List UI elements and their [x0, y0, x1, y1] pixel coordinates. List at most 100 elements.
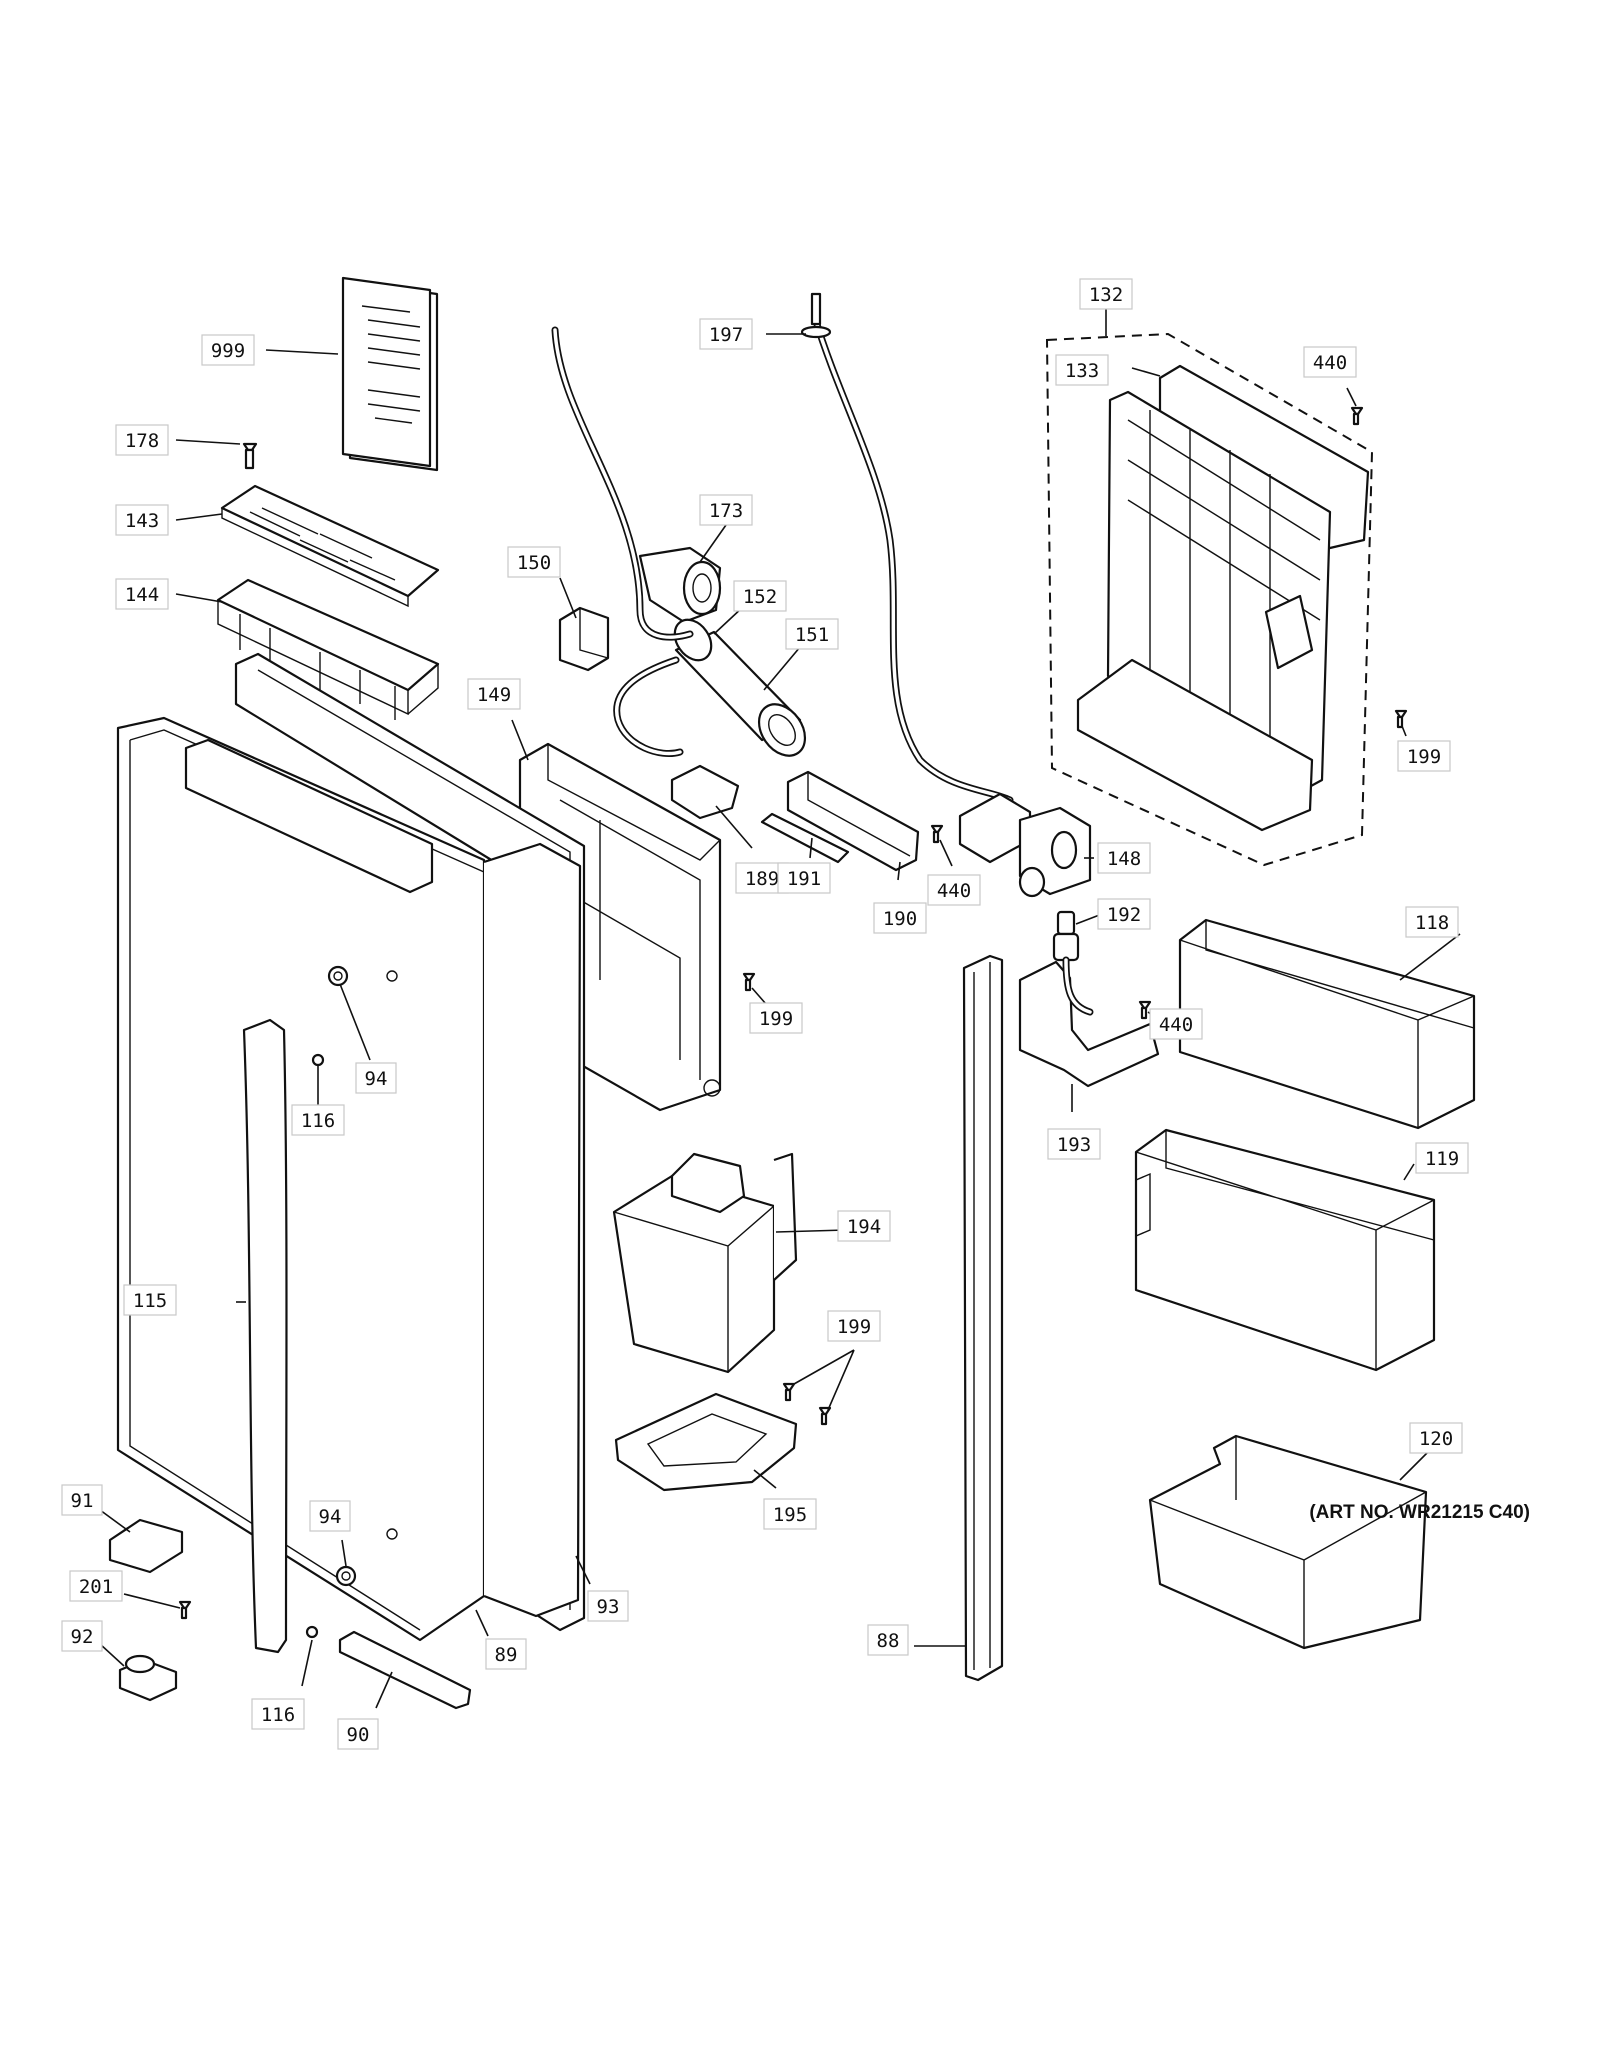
callout-box	[201, 334, 255, 366]
callout-box	[927, 874, 981, 906]
callout-box	[485, 1638, 527, 1670]
callout-text: 199	[759, 1008, 793, 1030]
callout-91: 91	[61, 1484, 103, 1516]
callout-text: 199	[837, 1316, 871, 1338]
callout-box	[355, 1062, 397, 1094]
callout-94: 94	[309, 1500, 351, 1532]
callout-116: 116	[251, 1698, 305, 1730]
callout-text: 151	[795, 624, 829, 646]
part-door-handle	[242, 1018, 288, 1654]
part-board-housing-190	[786, 770, 920, 872]
callout-92: 92	[61, 1620, 103, 1652]
callout-151: 151	[785, 618, 839, 650]
callout-999: 999	[201, 334, 255, 366]
callout-text: 178	[125, 430, 159, 452]
callout-text: 91	[71, 1490, 94, 1512]
callout-text: 88	[877, 1630, 900, 1652]
callout-box	[1409, 1422, 1463, 1454]
callout-box	[733, 580, 787, 612]
part-studs-94	[327, 965, 357, 1587]
callout-133: 133	[1055, 354, 1109, 386]
callout-box	[749, 1002, 803, 1034]
callout-text: 192	[1107, 904, 1141, 926]
part-ice-bucket	[612, 1152, 798, 1374]
callout-88: 88	[867, 1624, 909, 1656]
callout-box	[309, 1500, 351, 1532]
part-plugs-116	[305, 1053, 325, 1639]
callout-190: 190	[873, 902, 927, 934]
callout-191: 191	[777, 862, 831, 894]
callout-text: 201	[79, 1576, 113, 1598]
callout-150: 150	[507, 546, 561, 578]
part-water-valve	[958, 792, 1092, 898]
callout-box	[1097, 898, 1151, 930]
callout-119: 119	[1415, 1142, 1469, 1174]
callout-text: 133	[1065, 360, 1099, 382]
callout-text: 118	[1415, 912, 1449, 934]
callout-box	[1149, 1008, 1203, 1040]
callout-box	[873, 902, 927, 934]
callout-box	[507, 546, 561, 578]
callout-box	[1047, 1128, 1101, 1160]
callout-box	[699, 494, 753, 526]
callout-box	[1415, 1142, 1469, 1174]
callout-144: 144	[115, 578, 169, 610]
callout-box	[69, 1570, 123, 1602]
callout-box	[1405, 906, 1459, 938]
callout-440: 440	[927, 874, 981, 906]
part-board-191	[760, 812, 850, 864]
callout-box	[777, 862, 831, 894]
part-trim-strip	[962, 954, 1004, 1682]
callout-text: 190	[883, 908, 917, 930]
callout-text: 148	[1107, 848, 1141, 870]
callout-box	[1079, 278, 1133, 310]
callout-box	[827, 1310, 881, 1342]
callout-box	[867, 1624, 909, 1656]
callout-text: 191	[787, 868, 821, 890]
callout-box	[1397, 740, 1451, 772]
part-screws-199	[742, 709, 1408, 1426]
callout-box	[699, 318, 753, 350]
callout-text: 115	[133, 1290, 167, 1312]
callout-116: 116	[291, 1104, 345, 1136]
callout-box	[251, 1698, 305, 1730]
part-manual-booklet	[341, 276, 439, 472]
callout-box	[61, 1484, 103, 1516]
callout-box	[337, 1718, 379, 1750]
part-fitting-192	[1052, 910, 1080, 962]
callout-box	[587, 1590, 629, 1622]
callout-text: 94	[365, 1068, 388, 1090]
callout-199: 199	[1397, 740, 1451, 772]
callout-178: 178	[115, 424, 169, 456]
callout-text: 173	[709, 500, 743, 522]
callout-text: 199	[1407, 746, 1441, 768]
callout-text: 440	[1159, 1014, 1193, 1036]
part-control-cover	[220, 484, 440, 608]
part-bottom-trim	[338, 1630, 472, 1710]
callout-148: 148	[1097, 842, 1151, 874]
callout-text: 143	[125, 510, 159, 532]
callout-box	[115, 504, 169, 536]
callout-194: 194	[837, 1210, 891, 1242]
part-ice-maker-assembly	[1045, 332, 1374, 867]
callout-199: 199	[827, 1310, 881, 1342]
callout-197: 197	[699, 318, 753, 350]
part-water-filter	[673, 618, 807, 757]
callout-box	[1303, 346, 1357, 378]
callout-text: 193	[1057, 1134, 1091, 1156]
callout-text: 132	[1089, 284, 1123, 306]
callout-text: 440	[937, 880, 971, 902]
callout-text: 119	[1425, 1148, 1459, 1170]
callout-93: 93	[587, 1590, 629, 1622]
part-screw-178	[242, 442, 258, 470]
leader-lines	[99, 306, 1461, 1709]
callout-120: 120	[1409, 1422, 1463, 1454]
callout-text: 440	[1313, 352, 1347, 374]
callout-201: 201	[69, 1570, 123, 1602]
callout-text: 90	[347, 1724, 370, 1746]
callout-193: 193	[1047, 1128, 1101, 1160]
callout-box	[61, 1620, 103, 1652]
callout-132: 132	[1079, 278, 1133, 310]
part-screws-440	[930, 406, 1364, 1020]
